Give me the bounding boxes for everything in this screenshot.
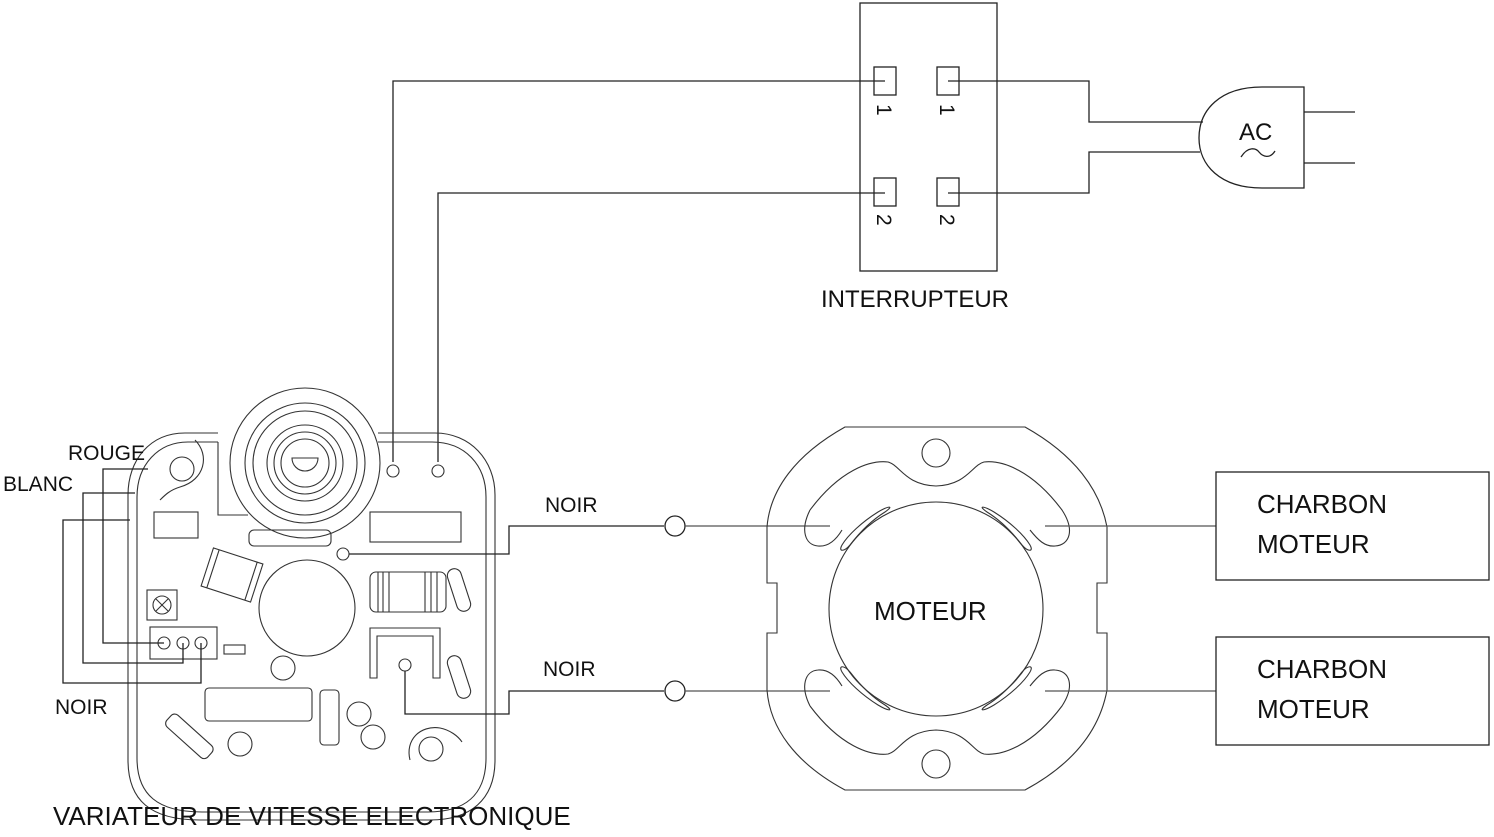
- motor-pole-shoe: [804, 509, 843, 547]
- connector-splice: [664, 515, 686, 537]
- connector-splice: [664, 680, 686, 702]
- wire-switch-to-controller-1: [392, 80, 885, 462]
- plug-label: AC: [1239, 119, 1272, 146]
- wire-switch-to-plug-2: [948, 151, 1200, 194]
- wire-white: [82, 492, 184, 664]
- motor-label: MOTEUR: [874, 596, 987, 626]
- brush-box: [1215, 471, 1490, 581]
- component-rect: [369, 511, 462, 543]
- potentiometer-ring: [266, 424, 344, 502]
- wire-controller-to-motor-1: [349, 525, 664, 555]
- motor-stator-outline: [766, 426, 1108, 791]
- switch: 1 1 2 2 INTERRUPTEUR: [821, 2, 1009, 313]
- mounting-hole: [169, 456, 195, 482]
- solder-point: [431, 464, 445, 478]
- component-resistor: [446, 655, 472, 699]
- trim-pot-icon: [152, 595, 172, 615]
- potentiometer-ring: [273, 431, 337, 495]
- motor-pole-shoe: [809, 461, 1071, 547]
- ac-plug: AC: [1198, 86, 1355, 189]
- wire-label-white: BLANC: [3, 473, 73, 496]
- component-rect: [204, 687, 313, 722]
- brush-label-line2: MOTEUR: [1257, 694, 1370, 724]
- coil-component: [369, 571, 447, 613]
- switch-terminal-label: 1: [935, 104, 958, 116]
- plug-body: [1198, 86, 1305, 189]
- switch-terminal-label: 2: [935, 214, 958, 226]
- controller-housing-outer: [127, 432, 496, 821]
- chip-component: [200, 547, 264, 603]
- controller-label: VARIATEUR DE VITESSE ELECTRONIQUE: [53, 801, 571, 831]
- mounting-hole: [418, 736, 444, 762]
- component-rect: [248, 529, 332, 547]
- switch-body: [859, 2, 998, 272]
- wire-label-black: NOIR: [55, 696, 108, 719]
- motor-pole-shoe: [809, 669, 1071, 755]
- switch-terminal-label: 2: [872, 214, 895, 226]
- trim-potentiometer[interactable]: [146, 589, 178, 621]
- potentiometer-ring: [244, 402, 366, 524]
- brush-box: [1215, 636, 1490, 746]
- motor-slot: [981, 666, 1032, 711]
- motor-lead-label: NOIR: [545, 494, 598, 517]
- solder-point: [336, 547, 350, 561]
- wire-switch-to-controller-2: [437, 192, 885, 462]
- brush-label-line1: CHARBON: [1257, 489, 1387, 519]
- potentiometer-ring: [280, 438, 330, 488]
- potentiometer-outer[interactable]: [229, 387, 381, 539]
- speed-controller: ROUGE BLANC NOIR VARIATEUR DE VITESSE EL…: [3, 387, 571, 831]
- controller-housing-inner: [136, 441, 487, 813]
- wire-label-red: ROUGE: [68, 442, 145, 465]
- brush-label-line1: CHARBON: [1257, 654, 1387, 684]
- trim-pot-icon: [155, 598, 169, 612]
- motor-mount-hole: [921, 438, 951, 468]
- motor: MOTEUR: [766, 426, 1108, 791]
- switch-terminal-out-2: [936, 177, 960, 207]
- ac-sine-icon: [1240, 148, 1276, 158]
- solder-point: [386, 464, 400, 478]
- component-diode: [165, 713, 214, 760]
- brush-2: CHARBON MOTEUR: [1215, 636, 1490, 746]
- motor-pole-shoe: [804, 669, 843, 707]
- motor-lead-label: NOIR: [543, 658, 596, 681]
- switch-label: INTERRUPTEUR: [821, 286, 1009, 313]
- wire-controller-to-motor-2: [404, 671, 664, 715]
- brush-1: CHARBON MOTEUR: [1215, 471, 1490, 581]
- component-rect: [319, 689, 340, 746]
- potentiometer-ring: [252, 410, 358, 516]
- wire-red: [102, 468, 164, 644]
- motor-rotor: [828, 501, 1044, 717]
- component-round: [360, 724, 386, 750]
- switch-terminal-label: 1: [872, 104, 895, 116]
- component-round: [270, 655, 296, 681]
- brush-label-line2: MOTEUR: [1257, 529, 1370, 559]
- heatsink-component: [369, 627, 441, 679]
- component-rect: [153, 511, 199, 539]
- component-resistor: [446, 568, 472, 612]
- controller-board-edge: [159, 439, 248, 516]
- potentiometer-shaft: [291, 457, 319, 472]
- mounting-boss: [408, 727, 463, 761]
- switch-terminal-in-2: [873, 177, 897, 207]
- capacitor-large: [258, 559, 356, 657]
- motor-slot: [840, 666, 891, 711]
- motor-mount-hole: [921, 749, 951, 779]
- component-round: [227, 731, 253, 757]
- wire-black: [62, 519, 202, 684]
- component-round: [346, 701, 372, 727]
- solder-point: [398, 658, 412, 672]
- wire-switch-to-plug-1: [948, 80, 1203, 123]
- component-small: [223, 644, 246, 655]
